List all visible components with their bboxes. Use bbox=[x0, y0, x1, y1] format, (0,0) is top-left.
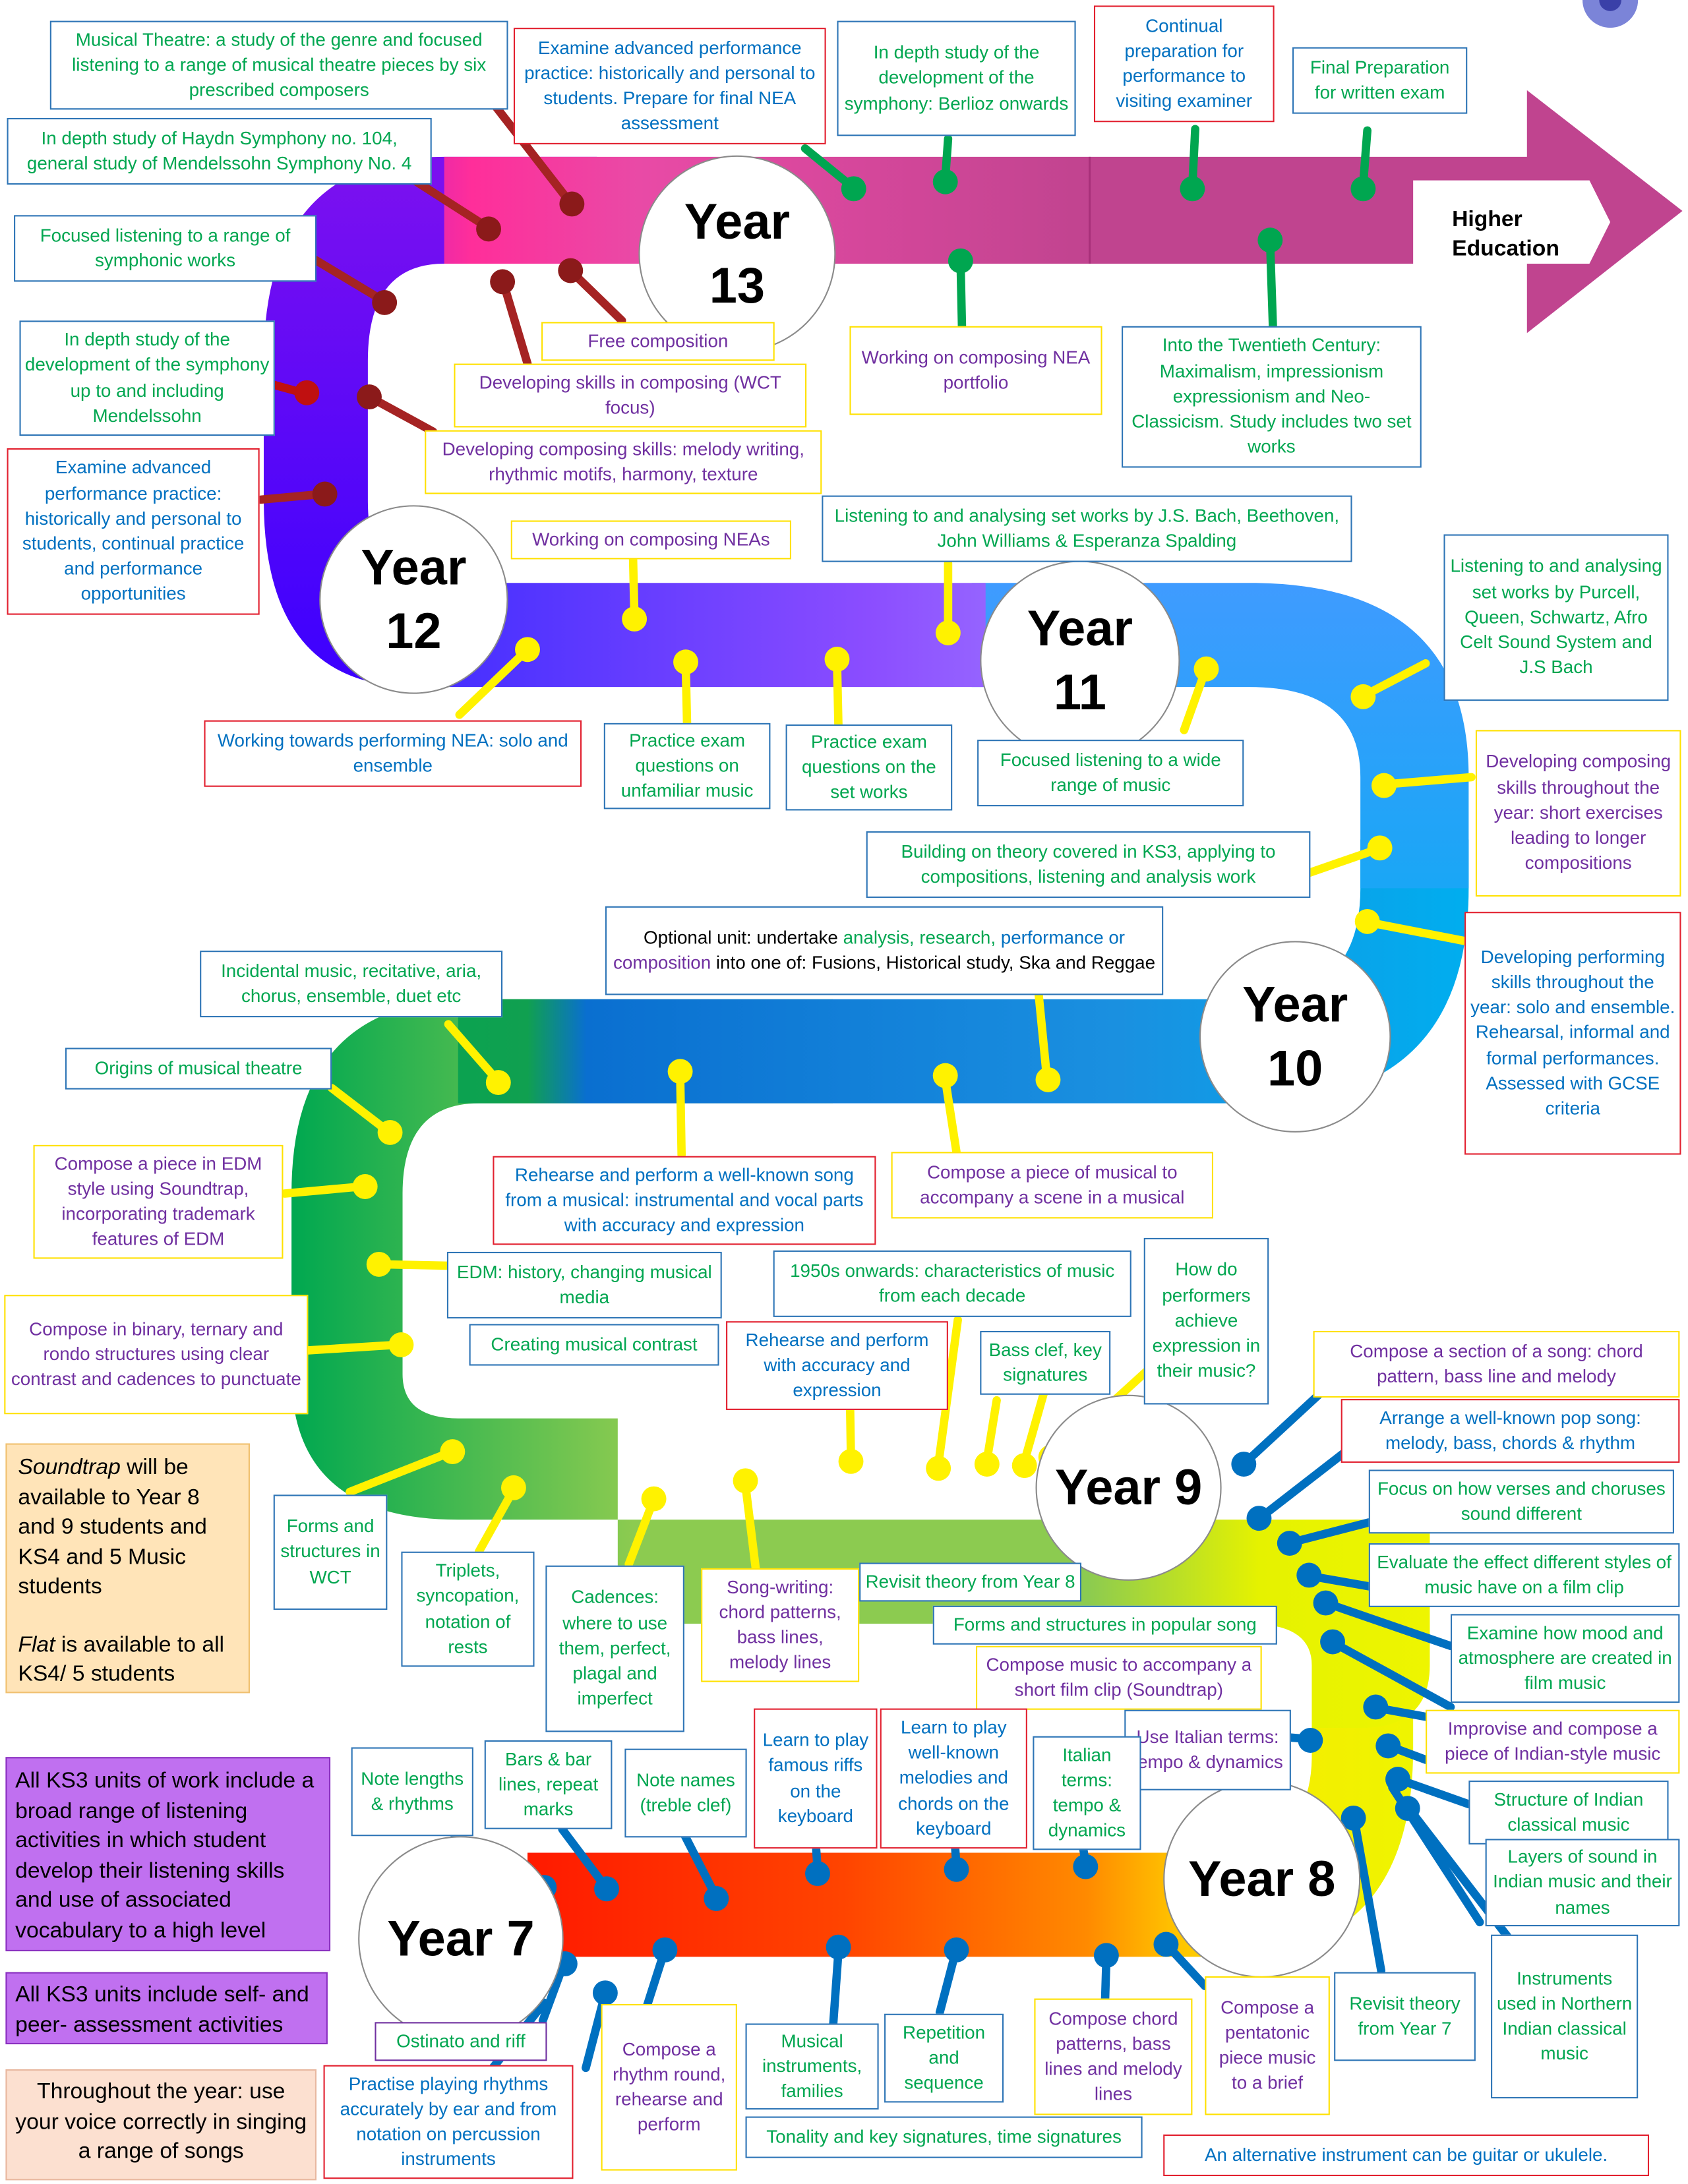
year-9-label: Year 9 bbox=[1054, 1458, 1203, 1516]
year-10-label: Year 10 bbox=[1242, 975, 1348, 1097]
film-clip-styles-box: Evaluate the effect different styles of … bbox=[1368, 1543, 1680, 1607]
year-8-label: Year 8 bbox=[1188, 1850, 1336, 1907]
forms-popular-box: Forms and structures in popular song bbox=[932, 1605, 1277, 1645]
symphony-berlioz-box: In depth study of the development of the… bbox=[837, 20, 1076, 136]
bars-box: Bars & bar lines, repeat marks bbox=[484, 1740, 613, 1829]
structure-indian-box: Structure of Indian classical music bbox=[1468, 1781, 1669, 1845]
software-note: Soundtrap will be available to Year 8 an… bbox=[5, 1443, 250, 1694]
verses-choruses-box: Focus on how verses and choruses sound d… bbox=[1368, 1469, 1674, 1534]
year-12-badge: Year 12 bbox=[319, 505, 508, 694]
final-preparation-box: Final Preparation for written exam bbox=[1292, 47, 1468, 114]
learn-melodies-box: Learn to play well-known melodies and ch… bbox=[880, 1708, 1027, 1849]
higher-education-label: Higher Education bbox=[1452, 208, 1559, 261]
developing-performing-box: Developing performing skills throughout … bbox=[1464, 912, 1681, 1155]
alternative-instrument-box: An alternative instrument can be guitar … bbox=[1163, 2134, 1650, 2177]
flower-logo-icon bbox=[1582, 0, 1639, 28]
pentatonic-box: Compose a pentatonic piece music to a br… bbox=[1205, 1976, 1330, 2115]
forms-wct-box: Forms and structures in WCT bbox=[273, 1494, 388, 1610]
layers-indian-box: Layers of sound in Indian music and thei… bbox=[1485, 1839, 1680, 1927]
year-13-badge: Year 13 bbox=[638, 155, 836, 353]
developing-melody-box: Developing composing skills: melody writ… bbox=[425, 430, 822, 494]
bass-clef-box: Bass clef, key signatures bbox=[980, 1330, 1111, 1395]
year-8-badge: Year 8 bbox=[1163, 1781, 1361, 1978]
ks3-listening-note: All KS3 units of work include a broad ra… bbox=[5, 1757, 331, 1951]
italian-7-box: Italian terms: tempo & dynamics bbox=[1033, 1736, 1141, 1850]
building-theory-box: Building on theory covered in KS3, apply… bbox=[866, 831, 1311, 899]
symphony-mendelssohn-box: In depth study of the development of the… bbox=[19, 320, 275, 436]
arrange-pop-box: Arrange a well-known pop song: melody, b… bbox=[1341, 1399, 1680, 1463]
practice-set-box: Practice exam questions on the set works bbox=[785, 724, 953, 811]
cadences-box: Cadences: where to use them, perfect, pl… bbox=[545, 1565, 684, 1732]
year-9-badge: Year 9 bbox=[1035, 1394, 1222, 1581]
working-nea-portfolio-box: Working on composing NEA portfolio bbox=[849, 326, 1102, 415]
songwriting-box: Song-writing: chord patterns, bass lines… bbox=[701, 1568, 860, 1682]
year-11-label: Year 11 bbox=[1027, 599, 1133, 721]
developing-wct-box: Developing skills in composing (WCT focu… bbox=[454, 363, 807, 428]
musical-theatre-study-box: Musical Theatre: a study of the genre an… bbox=[49, 20, 508, 110]
free-composition-box: Free composition bbox=[541, 322, 775, 361]
working-composing-neas-box: Working on composing NEAs bbox=[510, 520, 791, 560]
improvise-indian-box: Improvise and compose a piece of Indian-… bbox=[1426, 1709, 1680, 1774]
year-12-label: Year 12 bbox=[361, 538, 467, 659]
compose-section-box: Compose a section of a song: chord patte… bbox=[1313, 1330, 1680, 1398]
compose-edm-box: Compose a piece in EDM style using Sound… bbox=[33, 1144, 284, 1259]
developing-composing-year-box: Developing composing skills throughout t… bbox=[1475, 730, 1681, 897]
note-lengths-box: Note lengths & rhythms bbox=[351, 1747, 473, 1837]
learn-riffs-box: Learn to play famous riffs on the keyboa… bbox=[754, 1708, 878, 1849]
voice-note: Throughout the year: use your voice corr… bbox=[5, 2069, 316, 2181]
year-13-label: Year 13 bbox=[684, 192, 790, 314]
year-7-badge: Year 7 bbox=[358, 1836, 564, 2042]
ostinato-box: Ostinato and riff bbox=[375, 2022, 547, 2061]
performing-nea-box: Working towards performing NEA: solo and… bbox=[204, 720, 582, 787]
focused-wide-box: Focused listening to a wide range of mus… bbox=[977, 740, 1244, 807]
how-performers-box: How do performers achieve expression in … bbox=[1143, 1237, 1269, 1405]
set-works-bach-box: Listening to and analysing set works by … bbox=[822, 495, 1352, 562]
rehearse-song-box: Rehearse and perform a well-known song f… bbox=[493, 1156, 876, 1245]
incidental-music-box: Incidental music, recitative, aria, chor… bbox=[200, 951, 503, 1018]
instruments-indian-box: Instruments used in Northern Indian clas… bbox=[1491, 1934, 1639, 2099]
mood-film-box: Examine how mood and atmosphere are crea… bbox=[1450, 1614, 1680, 1703]
italian-8-box: Use Italian terms: tempo & dynamics bbox=[1124, 1709, 1291, 1790]
repetition-box: Repetition and sequence bbox=[884, 2013, 1004, 2103]
continual-preparation-box: Continual preparation for performance to… bbox=[1093, 5, 1275, 123]
tonality-box: Tonality and key signatures, time signat… bbox=[745, 2116, 1143, 2158]
compose-chord-box: Compose chord patterns, bass lines and m… bbox=[1034, 1998, 1193, 2115]
revisit-7-box: Revisit theory from Year 7 bbox=[1334, 1972, 1476, 2061]
ks3-assessment-note: All KS3 units include self- and peer- as… bbox=[5, 1972, 328, 2045]
revisit-8-box: Revisit theory from Year 8 bbox=[859, 1562, 1081, 1602]
compose-musical-box: Compose a piece of musical to accompany … bbox=[891, 1152, 1213, 1219]
rehearse-accuracy-box: Rehearse and perform with accuracy and e… bbox=[726, 1321, 948, 1410]
triplets-box: Triplets, syncopation, notation of rests bbox=[401, 1551, 535, 1667]
connector-lines-year13-green bbox=[800, 125, 1376, 332]
optional-unit-box: Optional unit: undertake analysis, resea… bbox=[605, 906, 1164, 995]
advanced-performance-12-box: Examine advanced performance practice: h… bbox=[7, 448, 260, 615]
year-11-badge: Year 11 bbox=[980, 560, 1180, 761]
year-7-label: Year 7 bbox=[387, 1909, 535, 1967]
creating-contrast-box: Creating musical contrast bbox=[469, 1324, 719, 1366]
compose-film-clip-box: Compose music to accompany a short film … bbox=[975, 1645, 1262, 1710]
edm-history-box: EDM: history, changing musical media bbox=[446, 1251, 722, 1318]
haydn-box: In depth study of Haydn Symphony no. 104… bbox=[7, 117, 432, 185]
compose-binary-box: Compose in binary, ternary and rondo str… bbox=[4, 1295, 309, 1415]
practice-unfamiliar-box: Practice exam questions on unfamiliar mu… bbox=[603, 723, 771, 810]
note-names-box: Note names (treble clef) bbox=[624, 1748, 747, 1838]
set-works-purcell-box: Listening to and analysing set works by … bbox=[1443, 534, 1669, 701]
focused-symphonic-box: Focused listening to a range of symphoni… bbox=[14, 215, 316, 282]
fifties-box: 1950s onwards: characteristics of music … bbox=[773, 1250, 1131, 1317]
year-10-badge: Year 10 bbox=[1199, 941, 1391, 1133]
practise-rhythms-box: Practise playing rhythms accurately by e… bbox=[323, 2065, 574, 2179]
advanced-performance-13-box: Examine advanced performance practice: h… bbox=[513, 28, 826, 144]
compose-rhythm-round-box: Compose a rhythm round, rehearse and per… bbox=[601, 2003, 737, 2171]
musical-instruments-box: Musical instruments, families bbox=[745, 2023, 879, 2110]
twentieth-century-box: Into the Twentieth Century: Maximalism, … bbox=[1122, 326, 1422, 468]
origins-mt-box: Origins of musical theatre bbox=[65, 1048, 332, 1090]
